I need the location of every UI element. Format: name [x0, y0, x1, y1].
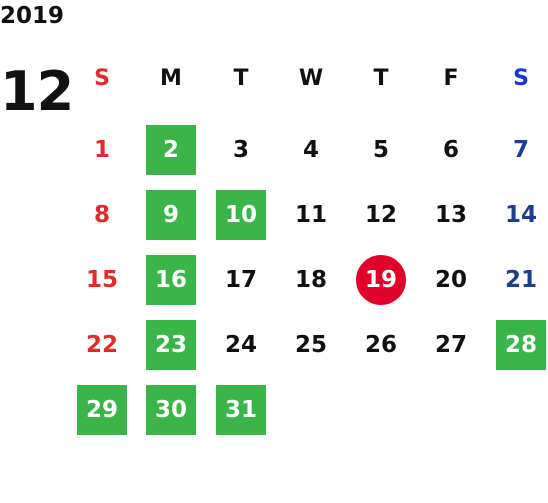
day-cell-18[interactable]: 18 — [294, 267, 327, 293]
day-cell-25[interactable]: 25 — [294, 332, 327, 358]
day-cell-23[interactable]: 23 — [146, 320, 196, 370]
day-cell-3[interactable]: 3 — [232, 137, 249, 163]
day-cell-19[interactable]: 19 — [356, 255, 406, 305]
day-cell-8[interactable]: 8 — [93, 202, 110, 228]
weekday-saturday: S — [513, 66, 529, 91]
day-cell-24[interactable]: 24 — [224, 332, 257, 358]
day-cell-7[interactable]: 7 — [512, 137, 529, 163]
day-cell-1[interactable]: 1 — [93, 137, 110, 163]
day-cell-4[interactable]: 4 — [302, 137, 319, 163]
day-cell-22[interactable]: 22 — [85, 332, 118, 358]
weekday-thursday: T — [373, 66, 389, 91]
day-cell-17[interactable]: 17 — [224, 267, 257, 293]
weekday-sunday: S — [94, 66, 110, 91]
day-cell-9[interactable]: 9 — [146, 190, 196, 240]
day-cell-26[interactable]: 26 — [364, 332, 397, 358]
weekday-friday: F — [443, 66, 459, 91]
day-cell-15[interactable]: 15 — [85, 267, 118, 293]
day-cell-16[interactable]: 16 — [146, 255, 196, 305]
day-cell-27[interactable]: 27 — [434, 332, 467, 358]
weekday-monday: M — [160, 66, 182, 91]
day-cell-28[interactable]: 28 — [496, 320, 546, 370]
day-cell-14[interactable]: 14 — [504, 202, 537, 228]
day-cell-30[interactable]: 30 — [146, 385, 196, 435]
day-cell-11[interactable]: 11 — [294, 202, 327, 228]
day-cell-13[interactable]: 13 — [434, 202, 467, 228]
weekday-tuesday: T — [233, 66, 249, 91]
day-cell-29[interactable]: 29 — [77, 385, 127, 435]
day-cell-31[interactable]: 31 — [216, 385, 266, 435]
year-label: 2019 — [0, 3, 65, 29]
day-cell-10[interactable]: 10 — [216, 190, 266, 240]
day-cell-6[interactable]: 6 — [442, 137, 459, 163]
day-cell-12[interactable]: 12 — [364, 202, 397, 228]
weekday-wednesday: W — [298, 66, 324, 91]
day-cell-2[interactable]: 2 — [146, 125, 196, 175]
day-cell-20[interactable]: 20 — [434, 267, 467, 293]
month-label: 12 — [0, 60, 74, 123]
day-cell-5[interactable]: 5 — [372, 137, 389, 163]
day-cell-21[interactable]: 21 — [504, 267, 537, 293]
